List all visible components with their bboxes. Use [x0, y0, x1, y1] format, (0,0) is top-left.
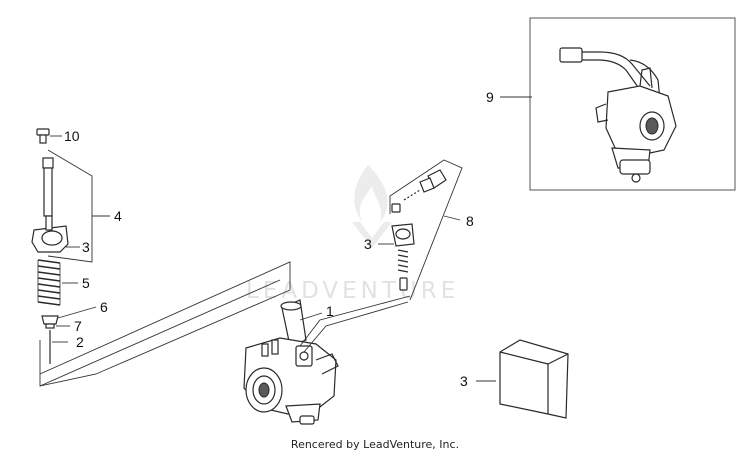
callout-3-right: 3 [460, 373, 468, 389]
flame-logo-icon [352, 165, 392, 248]
routing-bracket-right [299, 295, 411, 347]
callout-7: 7 [74, 318, 82, 334]
inset-frame [529, 17, 736, 191]
group-bracket-left [47, 149, 93, 263]
spring-part [37, 259, 61, 306]
carburetor-assembly-inset [529, 17, 736, 191]
adjuster-screw-set [391, 169, 447, 291]
callout-3-middle: 3 [364, 236, 372, 252]
watermark-text: LEADVENTURE [246, 278, 459, 304]
callout-labels: 10 4 3 5 6 7 2 1 3 8 3 9 [64, 89, 494, 389]
group-bracket-right [389, 159, 463, 301]
leader-lines [50, 96, 532, 382]
needle-parts [41, 315, 59, 364]
routing-bracket-right-inner [303, 301, 409, 353]
carburetor-body [243, 299, 339, 425]
callout-9: 9 [486, 89, 494, 105]
callout-6: 6 [100, 299, 108, 315]
callout-2: 2 [76, 334, 84, 350]
callout-3-left: 3 [82, 239, 90, 255]
throttle-slide-stack [31, 157, 69, 253]
callout-1: 1 [326, 303, 334, 319]
callout-4: 4 [114, 208, 122, 224]
callout-5: 5 [82, 275, 90, 291]
screw-part [36, 128, 50, 144]
routing-bracket-inner [39, 279, 281, 387]
callout-8: 8 [466, 213, 474, 229]
watermark: LEADVENTURE [246, 165, 459, 304]
routing-bracket [39, 261, 291, 387]
callout-10: 10 [64, 128, 80, 144]
manual-booklet [499, 339, 569, 419]
render-credit: Rencered by LeadVenture, Inc. [290, 438, 460, 451]
